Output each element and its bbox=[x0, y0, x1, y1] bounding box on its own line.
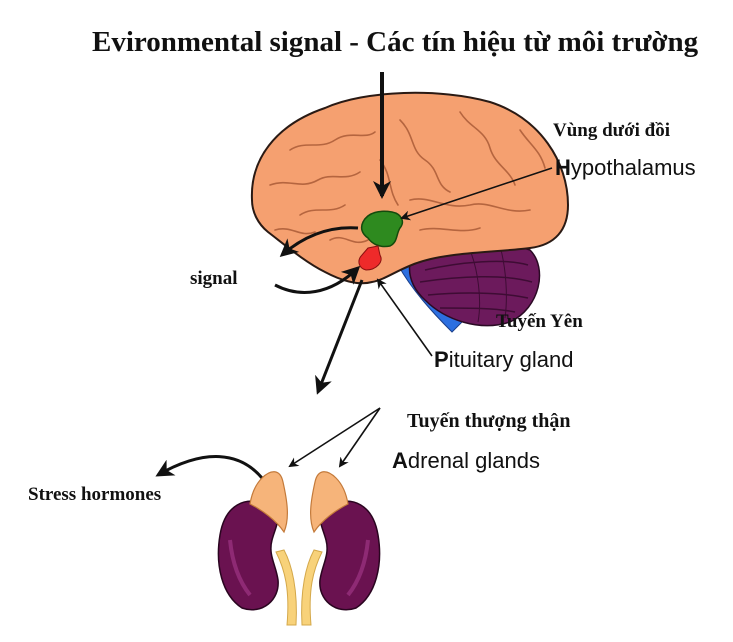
cerebellum bbox=[408, 244, 541, 327]
arrow-stress-hormones bbox=[155, 455, 264, 479]
pituitary-gland bbox=[358, 245, 382, 271]
diagram-title: Evironmental signal - Các tín hiệu từ mô… bbox=[92, 26, 699, 58]
pituitary-label-vn: Tuyến Yên bbox=[496, 311, 583, 332]
hypothalamus bbox=[360, 210, 404, 248]
arrow-signal-in bbox=[274, 265, 361, 294]
adrenal-gland-right bbox=[310, 471, 349, 534]
arrow-pituitary-label bbox=[376, 278, 433, 357]
ureter-left bbox=[275, 549, 297, 626]
arrow-hypothalamus-label bbox=[400, 167, 553, 221]
hypothalamus-label-vn: Vùng dưới đồi bbox=[553, 120, 670, 141]
adrenal-label-vn: Tuyến thượng thận bbox=[407, 410, 571, 432]
arrow-signal-out bbox=[279, 226, 359, 257]
kidney-left bbox=[217, 500, 279, 611]
adrenal-gland-left bbox=[249, 471, 288, 534]
arrow-pituitary-to-adrenal bbox=[315, 279, 364, 395]
stress-hormones-label: Stress hormones bbox=[28, 484, 162, 505]
adrenal-label-en: Adrenal glands bbox=[392, 448, 540, 473]
signal-label: signal bbox=[190, 268, 238, 289]
pituitary-label-en: Pituitary gland bbox=[434, 347, 574, 372]
cerebrum bbox=[250, 91, 570, 285]
kidney-right bbox=[319, 500, 381, 611]
arrow-adrenal-right bbox=[338, 407, 381, 468]
hypothalamus-label-en: Hypothalamus bbox=[555, 155, 696, 180]
ureter-right bbox=[301, 549, 323, 626]
arrow-adrenal-left bbox=[288, 407, 381, 468]
